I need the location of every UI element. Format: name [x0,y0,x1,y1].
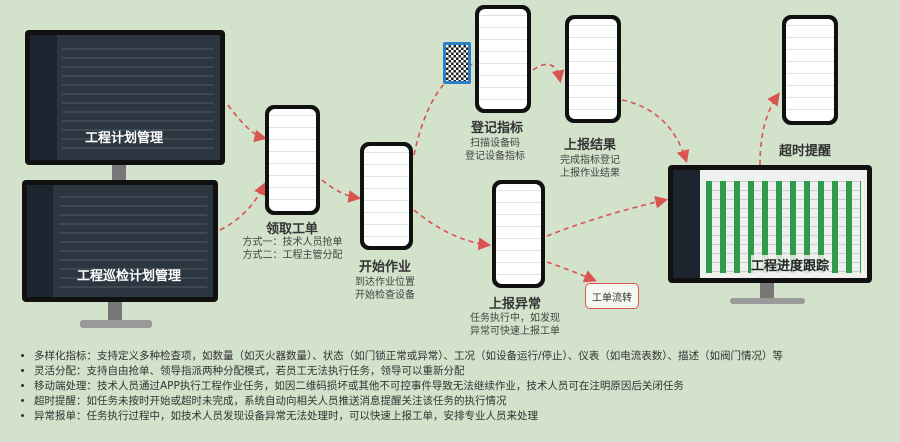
qr-code-icon [443,42,471,84]
feature-item: 超时提醒：如任务未按时开始或超时未完成，系统自动向相关人员推送消息提醒关注该任务… [34,394,783,409]
step-abnormal-desc: 任务执行中，如发现异常可快速上报工单 [470,313,560,337]
arrow-progress-to-timeout [759,92,780,166]
feature-item: 异常报单：任务执行过程中，如技术人员发现设备异常无法处理时，可以快速上报工单，安… [34,409,783,424]
flow-transfer-box: 工单流转 [585,283,639,309]
arrow-plan-to-claim [227,104,268,143]
step-start-desc: 到达作业位置开始检查设备 [355,277,415,301]
phone-register [475,5,531,113]
arrow-claim-to-start [321,179,362,203]
step-abnormal-title: 上报异常 [488,297,541,312]
arrow-inspection-to-claim [219,182,266,231]
step-register-title: 登记指标 [470,121,523,136]
arrow-abnormal-to-progress [546,195,669,237]
monitor-plan-label: 工程计划管理 [85,131,164,146]
phone-result [565,15,621,123]
step-register-desc: 扫描设备码登记设备指标 [465,138,525,162]
phone-start [360,142,413,250]
monitor-progress-label: 工程进度跟踪 [751,255,830,274]
arrow-register-to-result [532,63,565,84]
arrow-result-to-progress [621,99,690,164]
phone-claim [265,105,320,215]
step-start-title: 开始作业 [358,260,411,275]
step-result-desc: 完成指标登记上报作业结果 [560,155,620,179]
feature-item: 多样化指标：支持定义多种检查项，如数量（如灭火器数量）、状态（如门锁正常或异常）… [34,349,783,364]
monitor-plan: 工程计划管理 [25,30,225,165]
phone-abnormal [492,180,545,288]
step-result-title: 上报结果 [563,138,616,153]
feature-item: 移动端处理：技术人员通过APP执行工程作业任务，如因二维码损坏或其他不可控事件导… [34,379,783,394]
feature-item: 灵活分配：支持自由抢单、领导指派两种分配模式，若员工无法执行任务，领导可以重新分… [34,364,783,379]
step-claim-desc: 方式一：技术人员抢单方式二：工程主管分配 [242,237,343,261]
step-timeout-title: 超时提醒 [778,144,831,159]
step-claim-title: 领取工单 [265,222,318,237]
feature-list: 多样化指标：支持定义多种检查项，如数量（如灭火器数量）、状态（如门锁正常或异常）… [18,349,783,424]
monitor-inspection: 工程巡检计划管理 [22,180,218,302]
monitor-inspection-label: 工程巡检计划管理 [77,269,182,284]
arrow-abnormal-to-flow [546,261,597,283]
arrow-start-to-abnormal [413,209,492,251]
monitor-progress: 工程进度跟踪 [668,165,872,283]
phone-timeout [782,15,838,125]
